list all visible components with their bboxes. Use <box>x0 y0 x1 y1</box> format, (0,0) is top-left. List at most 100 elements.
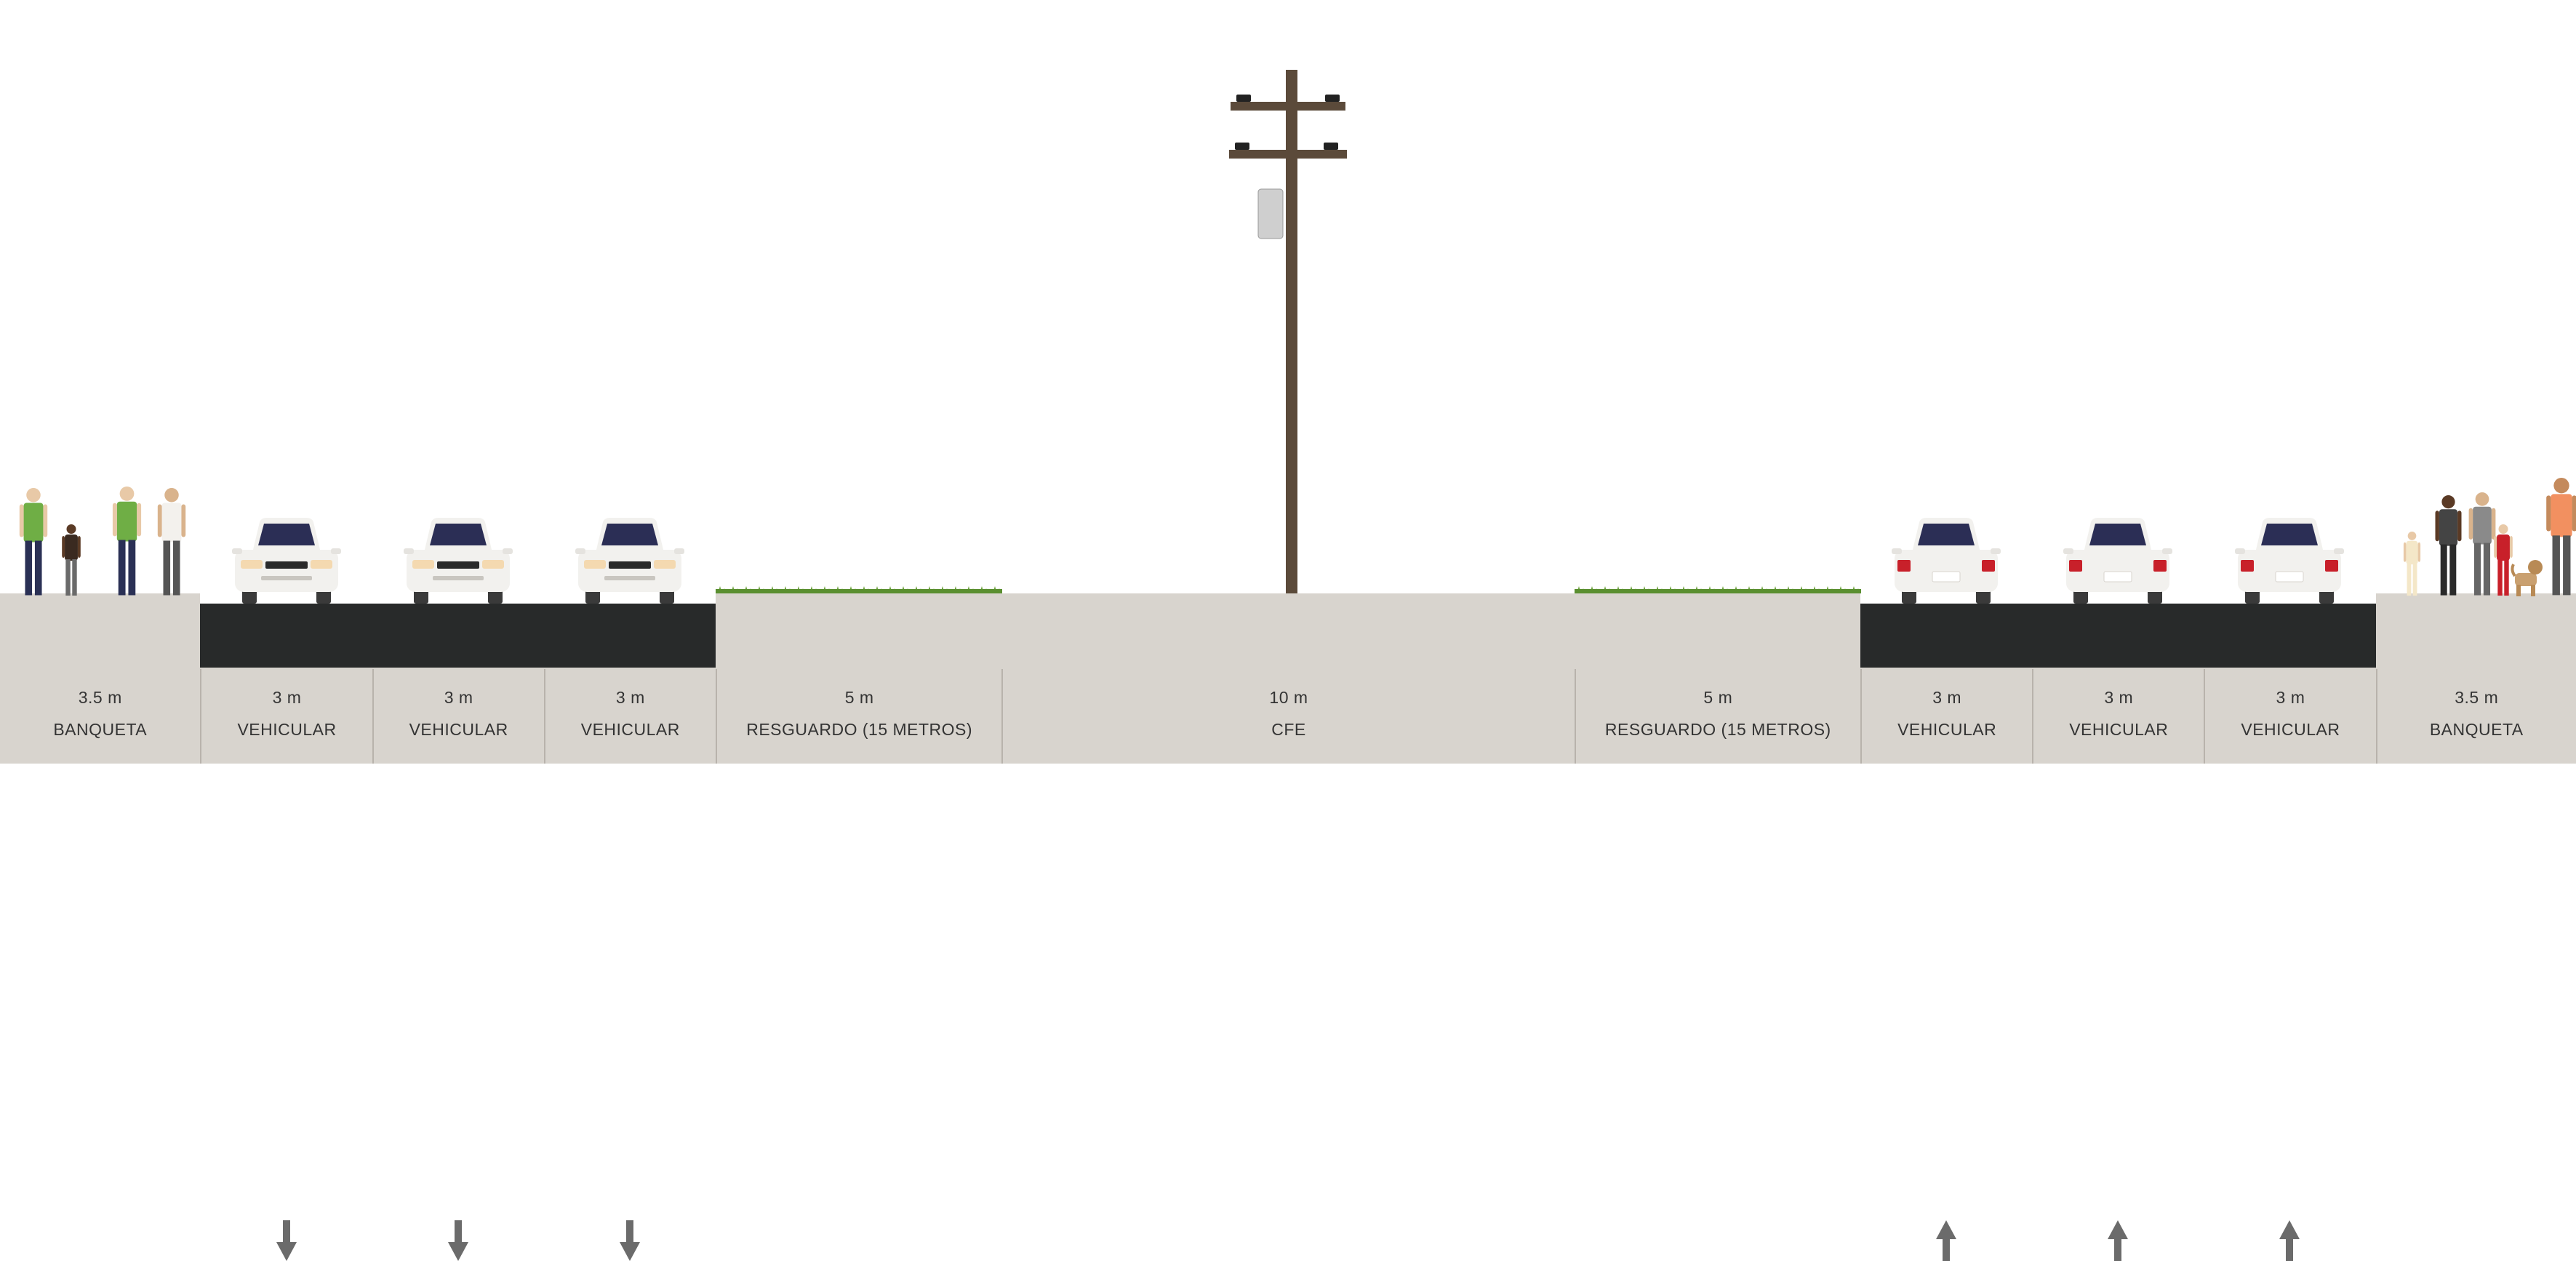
arrow-shaft <box>2114 1238 2122 1261</box>
car-mirror <box>1892 548 1903 554</box>
person-leg <box>118 540 126 596</box>
pedestrian-icon <box>19 488 48 596</box>
car-grille <box>265 561 308 569</box>
person-leg <box>172 540 180 596</box>
segment-type-label: VEHICULAR <box>2241 720 2340 739</box>
person-leg <box>2449 544 2457 596</box>
car-windshield <box>257 524 315 545</box>
segment-type-label: RESGUARDO (15 METROS) <box>1604 720 1831 739</box>
car-mirror <box>502 548 513 554</box>
pole-insulator <box>1235 143 1249 150</box>
car-grille <box>608 561 651 569</box>
pedestrian-icon <box>2435 495 2462 596</box>
direction-arrow-icon <box>619 1220 640 1261</box>
car-headlight <box>583 560 606 569</box>
pole-crossarm <box>1231 102 1345 111</box>
ground-surface <box>715 593 1002 764</box>
pedestrian-icon <box>2494 524 2513 596</box>
segment-type-label: BANQUETA <box>53 720 148 739</box>
person-arm <box>77 536 81 558</box>
person-head <box>26 488 41 503</box>
person-arm <box>2491 508 2496 540</box>
grass-strip-icon <box>1574 586 1861 593</box>
direction-arrow-icon <box>276 1220 297 1261</box>
segment-type-label: RESGUARDO (15 METROS) <box>746 720 973 739</box>
car-mirror <box>403 548 414 554</box>
person-arm <box>181 504 186 537</box>
pedestrian-icon <box>157 488 186 596</box>
lane-base <box>200 666 372 764</box>
pedestrian-icon <box>62 524 81 596</box>
car-windshield <box>2089 524 2147 545</box>
car-windshield <box>601 524 658 545</box>
pole-trunk <box>1286 70 1297 593</box>
person-arm <box>2417 542 2421 562</box>
pole-insulator <box>1236 95 1251 102</box>
pole-insulator <box>1325 95 1340 102</box>
car-taillight <box>2153 560 2167 572</box>
pedestrian-icon <box>2546 478 2576 596</box>
car-mirror <box>231 548 242 554</box>
ground-surface <box>0 593 201 764</box>
dog-leg <box>2531 585 2535 596</box>
dog-head <box>2528 560 2543 575</box>
car-headlight <box>481 560 504 569</box>
dog-body <box>2515 573 2537 586</box>
car-body <box>2238 550 2342 592</box>
car-taillight <box>2325 560 2339 572</box>
arrow-shaft <box>454 1220 462 1244</box>
person-torso <box>2406 540 2418 565</box>
lane-base <box>1860 666 2033 764</box>
car-bumper <box>260 576 312 580</box>
car-grille <box>436 561 479 569</box>
car-mirror <box>2334 548 2345 554</box>
asphalt <box>2032 604 2204 1261</box>
grass-base <box>1574 589 1861 593</box>
car-icon <box>575 518 684 604</box>
segment-width-label: 3 m <box>1932 688 1962 707</box>
lane-base <box>2032 666 2204 764</box>
car-taillight <box>1982 560 1996 572</box>
person-head <box>2553 478 2569 494</box>
lane-base <box>2204 666 2376 764</box>
dog-tail <box>2511 564 2516 577</box>
segment-width-label: 10 m <box>1269 688 1308 707</box>
car-mirror <box>2063 548 2074 554</box>
person-torso <box>2439 509 2458 546</box>
arrow-shaft <box>2286 1238 2294 1261</box>
person-arm <box>2509 536 2513 558</box>
person-arm <box>157 504 162 537</box>
arrow-head <box>2108 1220 2129 1239</box>
arrow-shaft <box>282 1220 290 1244</box>
transformer-icon <box>1257 188 1284 239</box>
car-icon <box>2235 518 2345 604</box>
arrow-head <box>619 1242 640 1261</box>
direction-arrow-icon <box>2108 1220 2129 1261</box>
person-torso <box>116 501 137 542</box>
car-windshield <box>1918 524 1975 545</box>
car-body <box>2066 550 2170 592</box>
car-bumper <box>604 576 655 580</box>
dog-leg <box>2516 585 2521 596</box>
pedestrian-icon <box>2468 492 2496 596</box>
person-leg <box>2407 563 2412 596</box>
person-leg <box>2412 563 2417 596</box>
direction-arrow-icon <box>1936 1220 1957 1261</box>
arrow-head <box>276 1242 297 1261</box>
person-leg <box>2473 543 2481 596</box>
car-icon <box>231 518 341 604</box>
